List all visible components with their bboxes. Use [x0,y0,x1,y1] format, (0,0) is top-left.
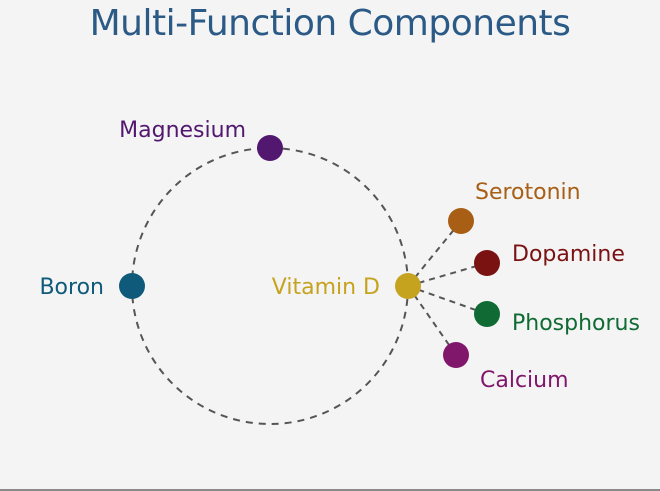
node-label-magnesium: Magnesium [119,118,246,143]
node-phosphorus [474,301,500,327]
link-layer [407,220,488,356]
node-boron [119,273,145,299]
node-calcium [443,342,469,368]
link-vitamin-d-to-phosphorus [407,285,488,315]
node-label-boron: Boron [39,275,104,300]
link-vitamin-d-to-calcium [407,285,457,356]
link-vitamin-d-to-dopamine [407,262,488,287]
node-layer [119,135,500,368]
node-label-phosphorus: Phosphorus [512,311,640,336]
node-label-vitamin-d: Vitamin D [272,275,380,300]
node-label-serotonin: Serotonin [475,180,581,205]
link-vitamin-d-to-serotonin [407,220,462,287]
node-vitamin-d [395,273,421,299]
bottom-divider [0,489,660,491]
diagram-title: Multi-Function Components [89,3,571,44]
node-label-dopamine: Dopamine [512,242,625,267]
node-dopamine [474,250,500,276]
node-label-calcium: Calcium [480,368,569,393]
node-magnesium [257,135,283,161]
node-serotonin [448,208,474,234]
